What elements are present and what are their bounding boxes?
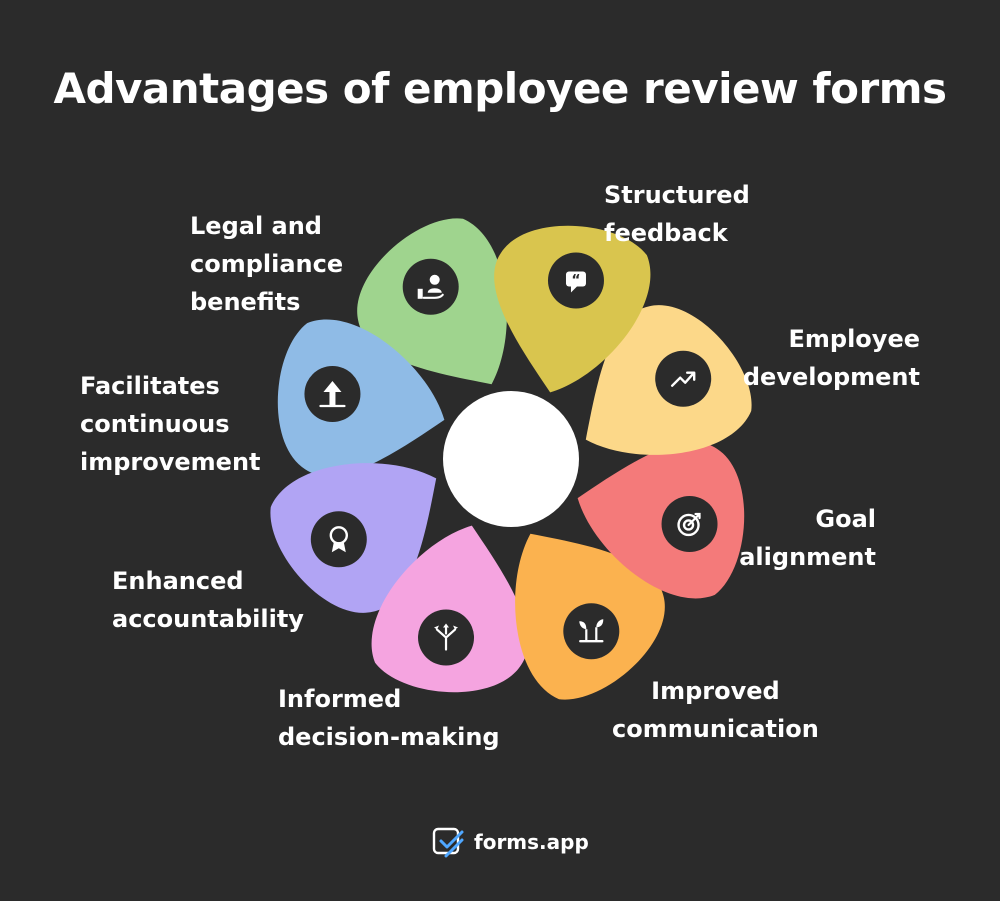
label-line: Informed [278,685,402,713]
brand-name: forms.app [474,830,589,854]
quote-bubble-icon: “ [547,252,604,309]
page-title: Advantages of employee review forms [53,64,947,113]
label-line: Facilitates [80,372,220,400]
label-legal-compliance-benefits: Legal and compliance benefits [190,207,343,321]
label-line: feedback [604,219,728,247]
label-line: continuous [80,410,230,438]
split-arrows-icon [418,609,475,666]
petal-goal-alignment [577,442,745,599]
trending-up-icon [655,350,712,407]
label-line: Improved [651,677,780,705]
label-line: accountability [112,605,304,633]
label-line: Employee [788,325,921,353]
target-icon [661,495,718,552]
label-line: improvement [80,448,261,476]
label-line: Goal [815,505,876,533]
wheel-center-circle [443,391,579,527]
label-line: communication [612,715,819,743]
label-enhanced-accountability: Enhanced accountability [112,562,304,638]
sprout-icon [563,603,620,660]
label-facilitates-continuous-improvement: Facilitates continuous improvement [80,367,261,481]
svg-text:“: “ [571,272,580,288]
petal-facilitates-continuous-improvement [277,319,445,476]
label-improved-communication: Improved communication [612,672,819,748]
label-goal-alignment: Goal alignment [739,500,876,576]
label-informed-decision-making: Informed decision-making [278,680,500,756]
label-line: Legal and [190,212,322,240]
brand-footer: forms.app [432,826,589,858]
forms-app-logo-icon [432,827,464,858]
label-line: development [742,363,920,391]
growth-arrow-icon [304,366,361,423]
petal-structured-feedback [494,225,651,393]
award-ribbon-icon [310,511,367,568]
label-line: compliance [190,250,344,278]
petal-informed-decision-making [371,525,528,693]
label-structured-feedback: Structured feedback [604,176,750,252]
label-line: Structured [604,181,750,209]
hand-user-icon [402,258,459,315]
label-line: Enhanced [112,567,244,595]
label-employee-development: Employee development [743,320,920,396]
label-line: alignment [739,543,876,571]
label-line: decision-making [278,723,500,751]
label-line: benefits [190,288,301,316]
